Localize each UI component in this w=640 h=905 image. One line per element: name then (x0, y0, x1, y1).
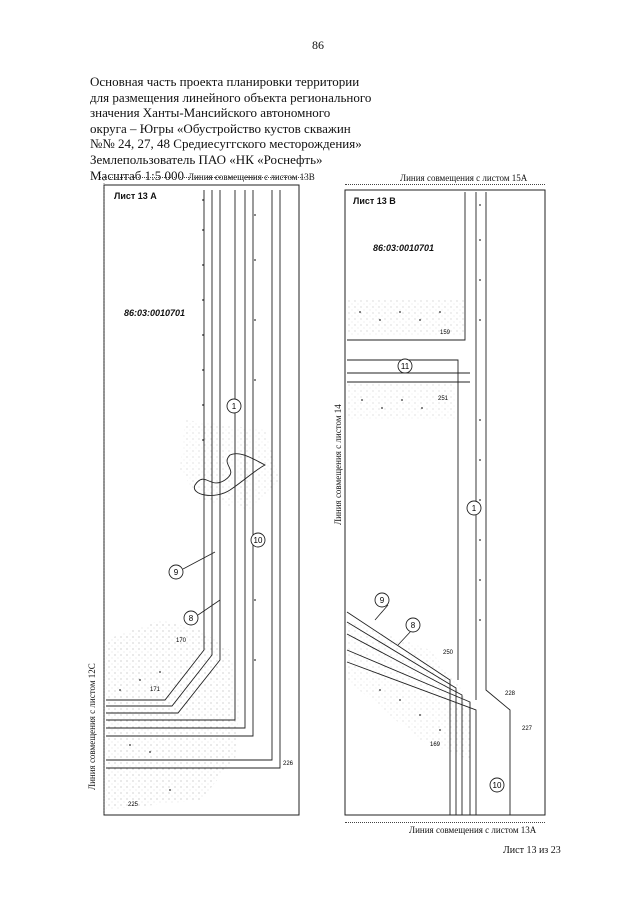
point-label: 169 (430, 742, 441, 748)
callout-label: 9 (174, 568, 179, 577)
stipple-area (106, 620, 240, 810)
title-line: Землепользователь ПАО «НК «Роснефть» (90, 151, 323, 167)
sheet-counter: Лист 13 из 23 (503, 845, 561, 856)
callout-circle: 10 (250, 532, 266, 548)
match-line-14-label: Линия совмещения с листом 14 (333, 404, 343, 525)
callout-circle: 1 (226, 398, 242, 414)
sheet-b-title: Лист 13 В (353, 196, 396, 206)
callout-label: 1 (472, 504, 477, 513)
callout-circle: 8 (183, 599, 221, 626)
title-line: для размещения линейного объекта региона… (90, 89, 372, 105)
sheet-a-cadastral: 86:03:0010701 (124, 308, 186, 318)
corridor-lines-b (346, 192, 511, 815)
sheet-b-cadastral: 86:03:0010701 (373, 243, 435, 253)
point-label: 226 (283, 761, 294, 767)
point-label: 250 (443, 650, 454, 656)
callout-label: 10 (493, 781, 502, 790)
match-line-15a-label: Линия совмещения с листом 15А (400, 173, 528, 183)
stipple-area (347, 620, 470, 760)
match-line-12c-label: Линия совмещения с листом 12С (87, 663, 97, 790)
callout-label: 8 (411, 621, 416, 630)
callout-label: 9 (380, 596, 385, 605)
creek (194, 453, 267, 496)
title-line: значения Ханты-Мансийского автономного (90, 105, 331, 121)
stipple-area (347, 300, 465, 335)
point-label: 228 (505, 691, 516, 697)
stipple-area (180, 420, 280, 510)
callout-label: 11 (401, 362, 410, 371)
callout-circle: 8 (397, 617, 421, 646)
sheet-b-frame (344, 189, 546, 816)
callout-circle: 11 (397, 358, 413, 374)
match-line-13a-dots (345, 822, 545, 823)
title-line: №№ 24, 27, 48 Средиесуггского месторожде… (90, 136, 362, 152)
corridor-lines-a (106, 190, 281, 769)
point-label: 225 (128, 802, 139, 808)
scale-label: Масштаб 1:5 000 (90, 167, 184, 183)
point-label: 227 (522, 726, 533, 732)
point-label: 159 (440, 330, 451, 336)
callout-label: 10 (254, 536, 263, 545)
sheet-a-title: Лист 13 А (114, 191, 157, 201)
title-line: округа – Югры «Обустройство кустов скваж… (90, 120, 351, 136)
callout-circle: 9 (374, 592, 390, 621)
stipple-area (347, 380, 455, 420)
survey-dots-b (359, 204, 481, 731)
callout-label: 8 (189, 614, 194, 623)
callout-circle: 1 (466, 500, 482, 516)
survey-dots-a (119, 199, 256, 791)
match-line-13a-label: Линия совмещения с листом 13А (409, 825, 537, 835)
page-number: 86 (312, 38, 324, 52)
point-label: 171 (150, 687, 161, 693)
point-label: 170 (176, 638, 187, 644)
match-line-15a-dots (345, 184, 545, 185)
callout-circle: 9 (168, 551, 216, 580)
callout-circle: 10 (489, 777, 505, 793)
title-line: Основная часть проекта планировки террит… (90, 74, 360, 89)
point-label: 251 (438, 396, 449, 402)
match-line-13b-label: Линия совмещения с листом 13В (187, 171, 315, 182)
match-line-13b-dots (100, 177, 305, 178)
sheet-a-frame (103, 184, 300, 816)
callout-label: 1 (232, 402, 237, 411)
title-block: Основная часть проекта планировки террит… (90, 74, 390, 185)
